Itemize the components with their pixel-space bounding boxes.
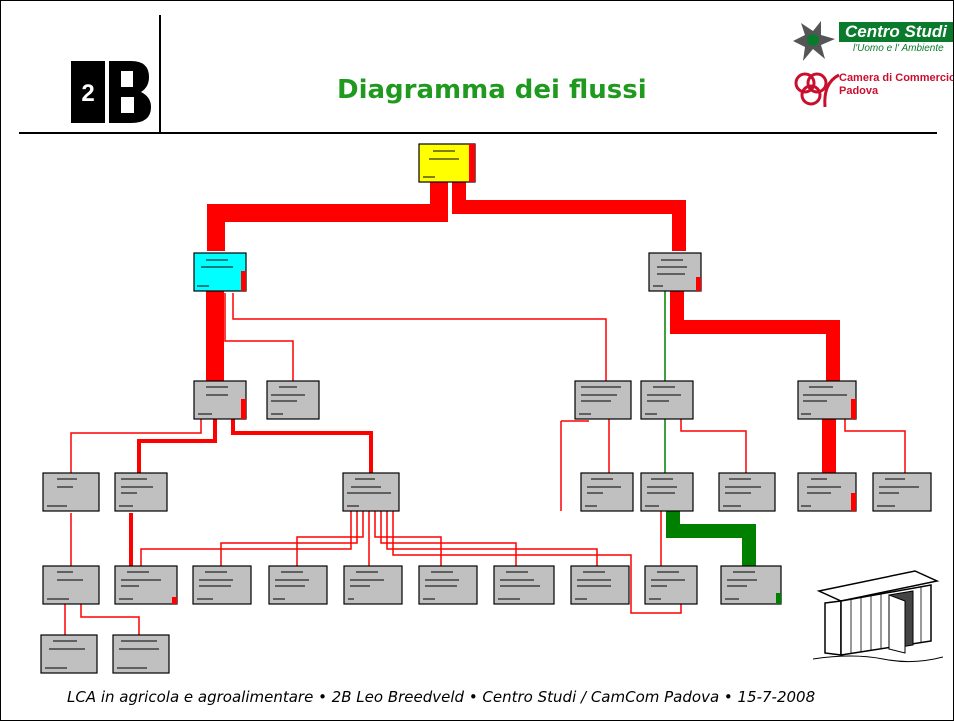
header-vertical-rule <box>159 15 161 132</box>
camera-commercio-logo-icon <box>794 72 828 106</box>
node-indicators <box>172 144 856 604</box>
node-262kg <box>648 252 702 292</box>
centro-studi-label: Centro Studi <box>839 22 953 42</box>
camera-arc-icon <box>823 73 840 108</box>
node-cyan <box>193 252 247 292</box>
centro-studi-subtitle: l'Uomo e l' Ambiente <box>853 43 944 54</box>
camera-commercio-label: Camera di Commercio <box>839 72 954 84</box>
node-root <box>418 143 476 183</box>
flow-lines <box>64 181 906 641</box>
camera-commercio-city: Padova <box>839 85 879 97</box>
2b-logo: 2 <box>71 61 151 123</box>
node-elec-nuclear <box>493 565 555 605</box>
shed-icon <box>813 570 943 663</box>
node-label-marks <box>45 150 919 669</box>
flow-nodes <box>40 143 932 674</box>
svg-text:2: 2 <box>81 80 94 107</box>
footer-caption: LCA in agricola e agroalimentare • 2B Le… <box>67 688 816 706</box>
header-horizontal-rule <box>19 132 937 134</box>
centro-studi-logo-icon <box>793 21 835 61</box>
page-title: Diagramma dei flussi <box>337 75 647 105</box>
